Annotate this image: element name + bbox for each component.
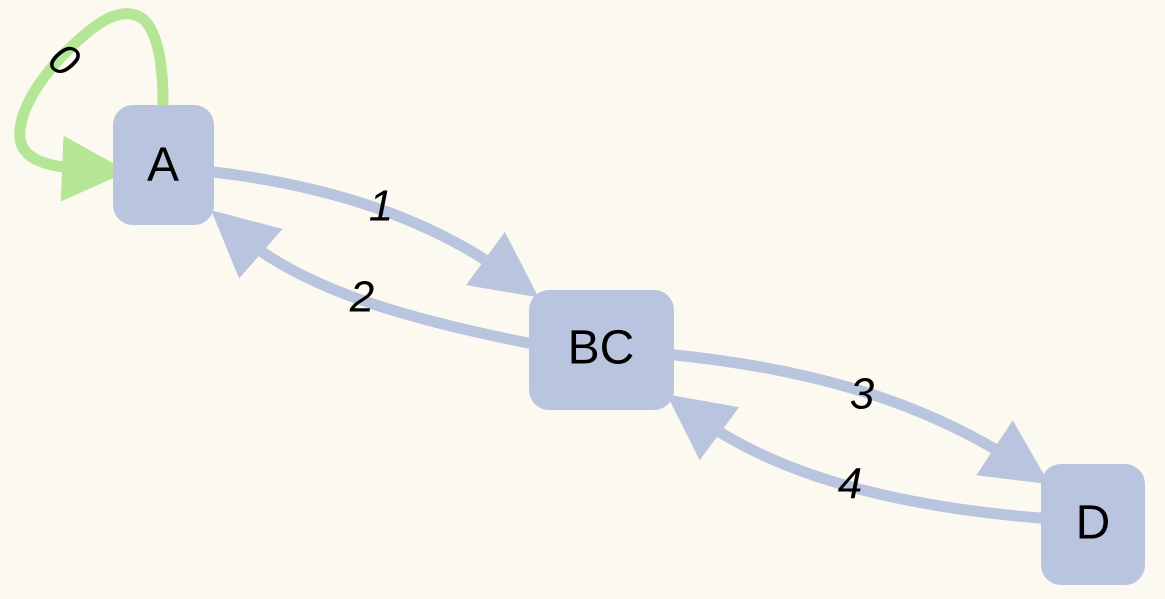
node-bc-box: [529, 290, 674, 410]
edge-label-3: 3: [850, 370, 875, 419]
edge-labels: 0 1 2 3 4: [39, 33, 874, 508]
node-a-box: [113, 105, 214, 225]
node-d-label: D: [1076, 497, 1111, 550]
node-d[interactable]: D: [1041, 464, 1145, 585]
edge-d-bc[interactable]: [666, 394, 1046, 524]
edge-bc-d[interactable]: [669, 349, 1050, 485]
edge-a-a[interactable]: [14, 8, 169, 202]
node-bc[interactable]: BC: [529, 290, 674, 410]
node-bc-label: BC: [568, 322, 635, 375]
edge-label-1: 1: [369, 182, 393, 231]
edge-label-4: 4: [838, 460, 862, 509]
node-a-label: A: [147, 139, 179, 192]
edges: [14, 8, 1050, 524]
node-a[interactable]: A: [113, 105, 214, 225]
node-d-box: [1041, 464, 1145, 585]
edge-a-bc[interactable]: [208, 166, 539, 298]
edge-label-2: 2: [349, 273, 374, 322]
edge-bc-a[interactable]: [211, 210, 534, 349]
